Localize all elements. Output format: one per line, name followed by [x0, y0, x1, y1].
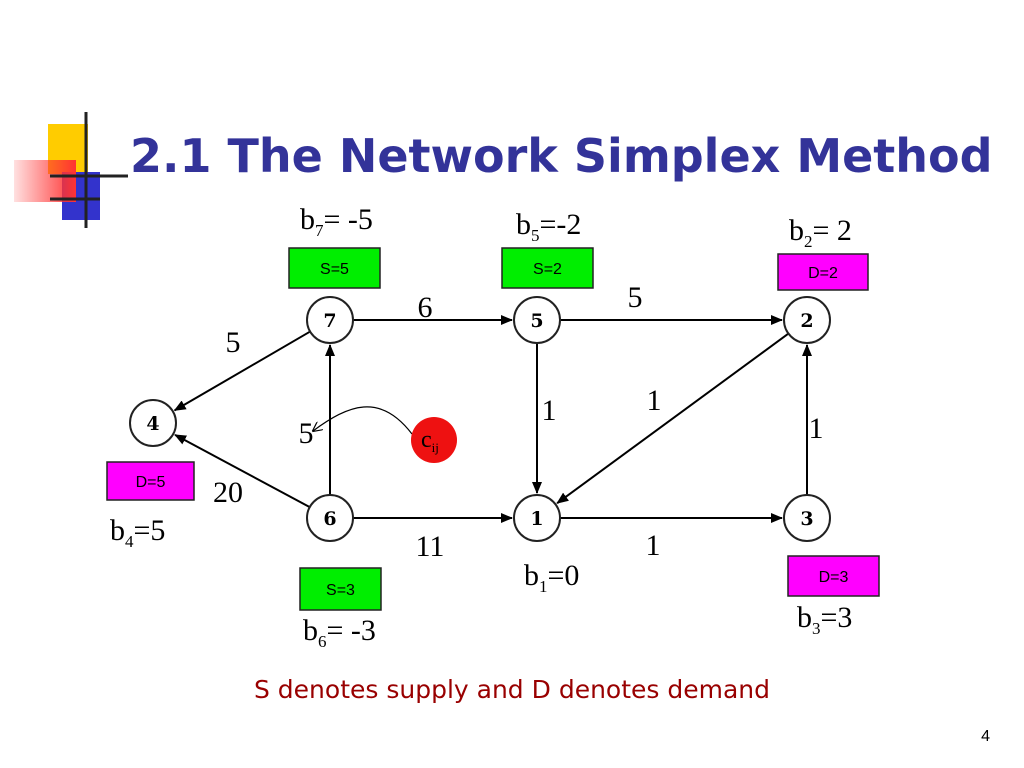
balance-var: b	[516, 208, 531, 241]
node-label: 6	[323, 508, 336, 530]
node-4: 4	[129, 399, 177, 447]
corner-decoration	[14, 112, 128, 228]
deco-red-square	[14, 160, 76, 202]
balance-var: b	[300, 203, 315, 236]
cost-pointer-curve	[313, 406, 413, 435]
node-1: 1	[513, 494, 561, 542]
balance-subscript: 4	[125, 532, 134, 551]
arc-cost-6-4: 20	[213, 476, 243, 509]
demand-label-4: D=5	[136, 474, 166, 491]
balance-value: =3	[821, 601, 853, 634]
node-circle	[306, 494, 354, 542]
balance-value: = -3	[327, 614, 376, 647]
node-label: 5	[530, 310, 543, 332]
balance-label-4: b4=5	[110, 514, 165, 551]
supply-label-6: S=3	[326, 582, 355, 599]
cost-marker-circle	[411, 417, 457, 463]
balance-subscript: 6	[318, 632, 327, 651]
supply-box-6	[299, 567, 382, 611]
balance-label-3: b3=3	[797, 601, 852, 638]
balance-value: =0	[548, 559, 580, 592]
demand-label-3: D=3	[819, 569, 849, 586]
arc-cost-3-2: 1	[809, 412, 824, 445]
arc-cost-7-4: 5	[226, 326, 241, 359]
node-label: 4	[146, 413, 159, 435]
arc-6-to-4	[174, 433, 311, 509]
arc-cost-5-2: 5	[628, 281, 643, 314]
cost-marker-subscript: ij	[432, 440, 439, 455]
balance-var: b	[797, 601, 812, 634]
supply-box-5	[501, 247, 594, 289]
node-circle	[129, 399, 177, 447]
balance-label-7: b7= -5	[300, 203, 373, 240]
balance-label-5: b5=-2	[516, 208, 581, 245]
arc-cost-6-1: 11	[416, 530, 445, 563]
demand-box-4	[106, 461, 195, 501]
node-7: 7	[306, 296, 354, 344]
node-circle	[783, 296, 831, 344]
node-circle	[783, 494, 831, 542]
arc-cost-1-3: 1	[646, 529, 661, 562]
balance-subscript: 7	[315, 221, 324, 240]
balance-label-1: b1=0	[524, 559, 579, 596]
node-circle	[513, 296, 561, 344]
balance-subscript: 1	[539, 577, 548, 596]
demand-box-2	[777, 253, 869, 291]
node-5: 5	[513, 296, 561, 344]
arc-7-to-4	[173, 330, 311, 412]
cost-marker-label: cij	[421, 427, 439, 455]
arc-cost-6-7: 5	[299, 417, 314, 450]
demand-box-3	[787, 555, 880, 597]
demand-label-2: D=2	[808, 265, 838, 282]
balance-var: b	[110, 514, 125, 547]
arc-cost-7-5: 6	[418, 291, 433, 324]
arc-cost-5-1: 1	[542, 394, 557, 427]
node-circle	[513, 494, 561, 542]
node-2: 2	[783, 296, 831, 344]
balance-var: b	[789, 214, 804, 247]
balance-value: =5	[134, 514, 166, 547]
balance-var: b	[303, 614, 318, 647]
cost-marker-var: c	[421, 427, 432, 453]
balance-value: =-2	[540, 208, 582, 241]
balance-subscript: 3	[812, 619, 821, 638]
balance-label-2: b2= 2	[789, 214, 852, 251]
supply-label-7: S=5	[320, 261, 349, 278]
arc-2-to-1	[556, 332, 790, 505]
balance-subscript: 2	[804, 232, 813, 251]
balance-subscript: 5	[531, 226, 540, 245]
slide-title: 2.1 The Network Simplex Method	[130, 129, 993, 183]
node-label: 2	[800, 310, 813, 332]
arc-cost-2-1: 1	[647, 384, 662, 417]
supply-label-5: S=2	[533, 261, 562, 278]
balance-var: b	[524, 559, 539, 592]
caption: S denotes supply and D denotes demand	[253, 675, 770, 704]
supply-box-7	[288, 247, 381, 289]
node-label: 3	[800, 508, 813, 530]
balance-label-6: b6= -3	[303, 614, 376, 651]
node-6: 6	[306, 494, 354, 542]
node-3: 3	[783, 494, 831, 542]
balance-value: = -5	[324, 203, 373, 236]
page-number: 4	[981, 728, 990, 745]
balance-value: = 2	[813, 214, 852, 247]
node-label: 7	[323, 310, 336, 332]
node-label: 1	[530, 508, 543, 530]
node-circle	[306, 296, 354, 344]
